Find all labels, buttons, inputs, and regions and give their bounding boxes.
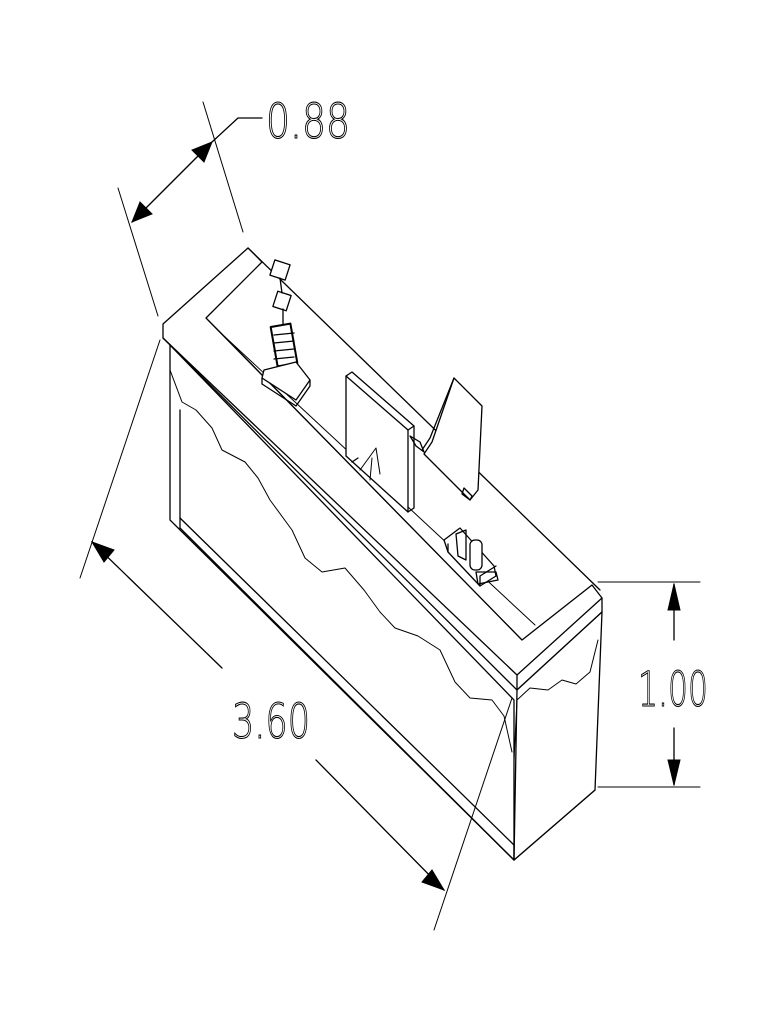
dimension-height-label: 1.00 xyxy=(638,662,708,718)
computer-monitor xyxy=(345,371,415,513)
dimension-depth-label: 0.88 xyxy=(266,94,350,150)
telephone xyxy=(443,527,499,587)
side-stone-edge xyxy=(516,639,599,701)
dimension-depth: 0.88 xyxy=(117,93,351,317)
dimension-height: 1.00 xyxy=(597,581,709,788)
dimension-length-label: 3.60 xyxy=(232,694,310,750)
side-panel xyxy=(513,611,603,861)
chair xyxy=(409,377,483,501)
lamp-ornament xyxy=(261,259,311,407)
reception-desk xyxy=(162,247,603,861)
stone-edge xyxy=(169,369,513,753)
dimension-length: 3.60 xyxy=(79,339,513,931)
counter-top xyxy=(162,247,603,676)
